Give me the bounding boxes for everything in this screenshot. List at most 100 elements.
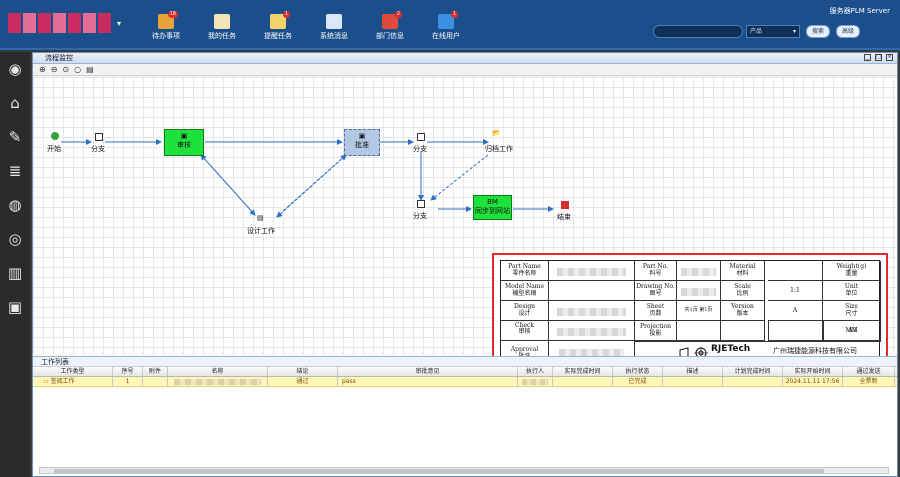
review-node[interactable]: ▣ 审核 xyxy=(164,129,204,156)
column-header[interactable]: 计划完成时间 xyxy=(723,367,783,376)
chevron-down-icon[interactable]: ▾ xyxy=(117,18,122,28)
sync-node-sub: BM xyxy=(487,198,498,206)
sidebar-chat-icon[interactable]: ◍ xyxy=(8,196,22,214)
top-header: ▾ 18 待办事项 我的任务 1 提醒任务 系统消息 2 部门信息 1 在 xyxy=(0,0,900,50)
scale-label: Scale 比例 xyxy=(721,281,765,301)
search-input[interactable] xyxy=(653,25,743,38)
zoom-out-icon[interactable]: ⊖ xyxy=(50,65,58,74)
sidebar-view-icon[interactable]: ◉ xyxy=(8,60,22,78)
folder-icon[interactable]: 📂 xyxy=(492,129,501,137)
tool-label: 系统消息 xyxy=(320,32,348,40)
row-type-text: 签阅工作 xyxy=(50,378,75,385)
refresh-icon[interactable]: ○ xyxy=(74,65,82,74)
close-icon[interactable]: × xyxy=(886,54,893,61)
row-attach[interactable] xyxy=(143,377,168,386)
row-name xyxy=(168,377,268,386)
design-node-label: 设计工作 xyxy=(247,227,275,235)
sidebar-window-icon[interactable]: ▣ xyxy=(7,298,23,316)
drawing-no-value xyxy=(677,281,721,301)
app-logo[interactable]: ▾ xyxy=(8,10,123,36)
branch-node-icon[interactable] xyxy=(417,133,425,141)
column-header[interactable]: 结论 xyxy=(268,367,338,376)
column-header[interactable]: 工作类型 xyxy=(33,367,113,376)
column-header[interactable]: 实际完成时间 xyxy=(553,367,613,376)
branch-node-icon[interactable] xyxy=(95,133,103,141)
tool-dept-button[interactable]: 2 部门信息 xyxy=(364,11,416,46)
part-no-value xyxy=(677,261,721,281)
window-titlebar: 流程监控 _ □ × xyxy=(33,53,897,64)
tool-message-button[interactable]: 系统消息 xyxy=(308,14,360,46)
material-value xyxy=(768,261,823,281)
projection-symbol-cell xyxy=(677,321,721,341)
title-block-brand-row xyxy=(635,341,881,366)
sidebar-edit-icon[interactable]: ✎ xyxy=(8,128,22,146)
tool-label: 我的任务 xyxy=(208,32,236,40)
tool-label: 部门信息 xyxy=(376,32,404,40)
tool-online-users-button[interactable]: 1 在线用户 xyxy=(420,11,472,46)
workflow-connectors xyxy=(61,139,554,218)
tool-label: 待办事项 xyxy=(152,32,180,40)
print-icon[interactable]: ▤ xyxy=(86,65,94,74)
advanced-search-button[interactable]: 高级 xyxy=(836,25,860,38)
version-label: Version 版本 xyxy=(721,301,765,321)
title-block-grid-left: Part Name 零件名称 Part No. 料号 Material 材料 M… xyxy=(501,261,768,341)
minimize-icon[interactable]: _ xyxy=(864,54,871,61)
tool-my-task-button[interactable]: 我的任务 xyxy=(196,14,248,46)
column-header[interactable]: 描述 xyxy=(663,367,723,376)
sync-node[interactable]: BM 同步到网站 xyxy=(473,195,512,220)
online-badge: 1 xyxy=(450,11,458,18)
sidebar-database-icon[interactable]: ≣ xyxy=(8,162,22,180)
part-no-label: Part No. 料号 xyxy=(635,261,677,281)
brand-logo: RJETech xyxy=(711,344,751,354)
column-header[interactable]: 实际开始时间 xyxy=(783,367,843,376)
column-header[interactable]: 审批意见 xyxy=(338,367,518,376)
tool-reminder-button[interactable]: 1 提醒任务 xyxy=(252,11,304,46)
column-header[interactable]: 执行状态 xyxy=(613,367,663,376)
search-button[interactable]: 搜索 xyxy=(806,25,830,38)
archive-node-label: 归档工作 xyxy=(485,145,513,153)
maximize-icon[interactable]: □ xyxy=(875,54,882,61)
left-sidebar: ◉ ⌂ ✎ ≣ ◍ ◎ ▥ ▣ xyxy=(0,52,30,477)
department-icon xyxy=(382,14,398,29)
drawing-title-block: Part Name 零件名称 Part No. 料号 Material 材料 M… xyxy=(492,253,888,370)
design-node-icon[interactable]: ▤ xyxy=(257,214,264,222)
todo-badge: 18 xyxy=(167,11,178,18)
category-select[interactable]: 产品 ▾ xyxy=(746,25,800,38)
window-title: 流程监控 xyxy=(45,54,73,62)
sidebar-target-icon[interactable]: ◎ xyxy=(8,230,22,248)
sidebar-book-icon[interactable]: ▥ xyxy=(7,264,23,282)
start-node-icon[interactable] xyxy=(51,132,59,140)
branch-node-label: 分支 xyxy=(413,145,427,153)
tool-todo-button[interactable]: 18 待办事项 xyxy=(140,11,192,46)
column-header[interactable]: 附件 xyxy=(143,367,168,376)
workflow-canvas[interactable]: 开始 分支 ▣ 审核 ▣ 批准 分支 📂 归档工作 ▤ 设计工作 分支 BM 同… xyxy=(33,77,897,370)
sidebar-home-icon[interactable]: ⌂ xyxy=(10,94,20,112)
column-header[interactable]: 通过发送 xyxy=(843,367,895,376)
scrollbar-thumb[interactable] xyxy=(54,469,824,473)
scale-value: 1:1 xyxy=(768,281,823,301)
unit-value: MM xyxy=(823,321,881,341)
row-status: 已完成 xyxy=(613,377,663,386)
approve-node[interactable]: ▣ 批准 xyxy=(344,129,380,156)
workflow-window: 流程监控 _ □ × ⊕ ⊖ ⊙ ○ ▤ xyxy=(32,52,898,477)
folder-icon: ▭ xyxy=(43,378,49,385)
zoom-in-icon[interactable]: ⊕ xyxy=(39,65,46,74)
column-header[interactable]: 序号 xyxy=(113,367,143,376)
approve-node-label: 批准 xyxy=(355,141,369,149)
unit-label: Unit 单位 xyxy=(823,281,881,301)
model-name-value xyxy=(549,281,635,301)
part-name-value xyxy=(549,261,635,281)
title-block-grid-right: Weight(g) 重量 1:1 Unit 单位 A Size 尺寸 MM xyxy=(768,261,881,341)
branch-node-icon[interactable] xyxy=(417,200,425,208)
reminder-icon xyxy=(270,14,286,29)
table-row[interactable]: ▭ 签阅工作 1 通过 pass 已完成 2024.11.11 17:56 全票… xyxy=(33,377,897,387)
column-header[interactable]: 执行人 xyxy=(518,367,553,376)
end-node-icon[interactable] xyxy=(561,201,569,209)
column-header[interactable]: 名称 xyxy=(168,367,268,376)
size-value-cell: A3 xyxy=(768,321,881,341)
size-value: A3 xyxy=(823,321,881,341)
horizontal-scrollbar[interactable] xyxy=(39,467,889,474)
workflow-toolbar: ⊕ ⊖ ⊙ ○ ▤ xyxy=(33,64,897,76)
zoom-fit-icon[interactable]: ⊙ xyxy=(62,65,70,74)
row-opinion: pass xyxy=(338,377,518,386)
